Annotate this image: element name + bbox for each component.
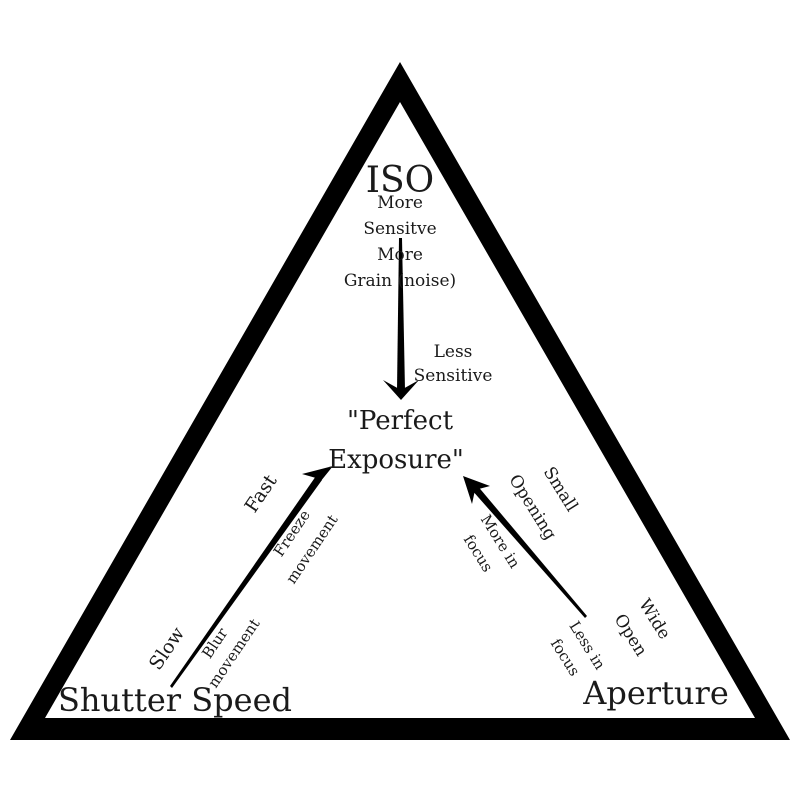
shutter-fast-label: Fast: [241, 470, 282, 516]
iso-title: ISO: [366, 160, 434, 201]
iso-arrow-shaft: [397, 238, 405, 390]
aperture-arrow-head: [463, 476, 490, 504]
shutter-arrow-head: [302, 466, 333, 492]
shutter-slow-label: Slow: [145, 622, 190, 674]
center-label-line2: Exposure": [328, 445, 464, 475]
iso-more-grain-line1: More: [377, 245, 423, 265]
iso-less-line2: Sensitive: [414, 366, 493, 386]
shutter-title: Shutter Speed: [58, 681, 292, 719]
iso-more-sensitive-line2: Sensitve: [363, 219, 436, 239]
iso-more-grain-line2: Grain (noise): [344, 271, 456, 291]
iso-arrow-head: [383, 380, 419, 400]
shutter-arrow-shaft: [170, 476, 322, 688]
center-label-line1: "Perfect: [347, 406, 454, 436]
iso-more-sensitive-line1: More: [377, 193, 423, 213]
aperture-arrow-shaft: [471, 484, 587, 618]
aperture-title: Aperture: [582, 674, 729, 712]
iso-less-line1: Less: [434, 342, 473, 362]
